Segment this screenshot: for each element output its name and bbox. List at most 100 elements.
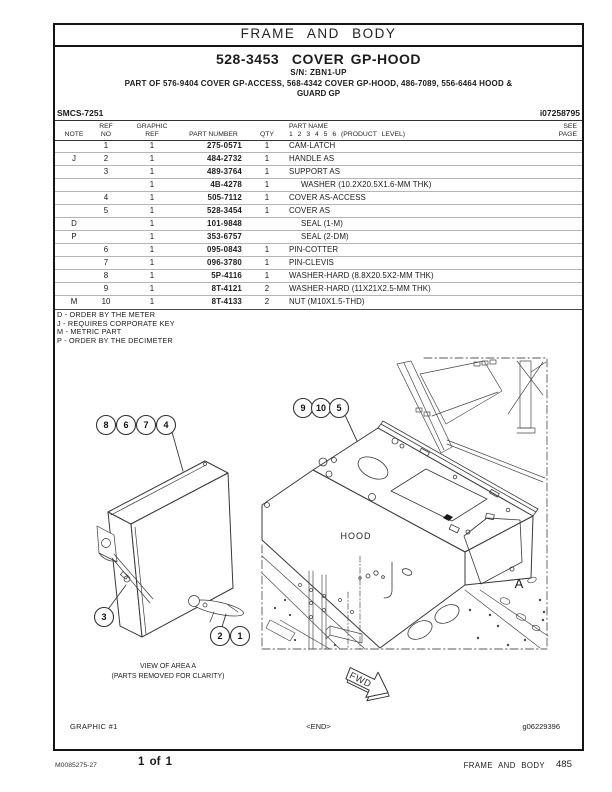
callout-number: 9 [300, 403, 305, 413]
area-a-pointer [527, 576, 537, 584]
cell-qty: 1 [264, 154, 270, 163]
cell-graphic: 1 [149, 154, 155, 163]
document-id: i07258795 [539, 108, 580, 118]
end-marker: <END> [306, 722, 331, 731]
cell-ref: 2 [103, 154, 109, 163]
cell-name: COVER AS [289, 206, 331, 215]
cell-graphic: 1 [149, 258, 155, 267]
cell-qty: 1 [264, 245, 270, 254]
callout-circle [115, 414, 137, 436]
leader-lines [108, 414, 358, 628]
col-note: NOTE [64, 131, 84, 138]
footer-section: FRAME AND BODY [463, 761, 545, 770]
support-frame [396, 359, 547, 483]
cell-ref: 7 [103, 258, 109, 267]
table-row: J 2 1 484-2732 1 HANDLE AS [55, 153, 582, 166]
table-header-rule [55, 140, 582, 141]
view-caption-line1: VIEW OF AREA A [140, 663, 196, 670]
cell-name: PIN-COTTER [289, 245, 339, 254]
cell-graphic: 1 [149, 284, 155, 293]
cell-name: NUT (M10X1.5-THD) [289, 297, 365, 306]
exploded-view-diagram: HOOD A FWD [93, 357, 549, 702]
callout-circle [95, 414, 117, 436]
cell-ref: 10 [101, 297, 111, 306]
cell-ref: 5 [103, 206, 109, 215]
col-qty: QTY [260, 131, 274, 138]
cell-qty: 1 [264, 258, 270, 267]
cell-ref: 6 [103, 245, 109, 254]
cell-name: SEAL (1-M) [301, 219, 343, 228]
table-top-rule [55, 120, 582, 121]
cell-ref: 9 [103, 284, 109, 293]
cell-qty: 1 [264, 206, 270, 215]
col-part-name: PART NAME [289, 123, 328, 130]
cell-graphic: 1 [149, 297, 155, 306]
cell-pn: 8T-4133 [211, 297, 242, 306]
graphic-id: g06229396 [522, 722, 560, 731]
cell-qty: 1 [264, 141, 270, 150]
cell-name: WASHER-HARD (8.8X20.5X2-MM THK) [289, 271, 434, 280]
table-bottom-rule [55, 309, 582, 310]
callout-number: 8 [103, 420, 108, 430]
callout-number: 6 [123, 420, 128, 430]
cell-pn: 5P-4116 [211, 271, 242, 280]
cell-qty: 1 [264, 193, 270, 202]
note-key-line: J - REQUIRES CORPORATE KEY [57, 318, 175, 328]
cell-qty: 1 [264, 167, 270, 176]
callout-circle [209, 625, 231, 647]
cell-qty: 1 [264, 180, 270, 189]
cell-pn: 484-2732 [207, 154, 242, 163]
cell-note: M [70, 297, 78, 306]
note-key-line: D - ORDER BY THE METER [57, 310, 156, 319]
callout-number: 1 [237, 631, 242, 641]
table-row: 8 1 5P-4116 1 WASHER-HARD (8.8X20.5X2-MM THK… [55, 270, 582, 283]
cell-graphic: 1 [149, 219, 155, 228]
cell-note: J [72, 154, 76, 163]
cell-graphic: 1 [149, 271, 155, 280]
cell-ref: 8 [103, 271, 109, 280]
cell-pn: 4B-4278 [210, 180, 242, 189]
cell-name: PIN-CLEVIS [289, 258, 334, 267]
callout-circle [328, 397, 350, 419]
cell-graphic: 1 [149, 245, 155, 254]
cell-name: WASHER-HARD (11X21X2.5-MM THK) [289, 284, 431, 293]
hood-details [264, 420, 539, 640]
callout-number: 7 [143, 420, 148, 430]
lower-frame [261, 555, 549, 650]
footer-page-number: 485 [556, 759, 572, 770]
callout-circle [155, 414, 177, 436]
graphic-number-label: GRAPHIC #1 [70, 722, 118, 731]
smcs-code: SMCS-7251 [57, 108, 104, 118]
cell-pn: 101-9848 [207, 219, 242, 228]
cell-graphic: 1 [149, 193, 155, 202]
serial-number: S/N: ZBN1-UP [290, 68, 347, 77]
cell-graphic: 1 [149, 180, 155, 189]
cell-graphic: 1 [149, 167, 155, 176]
callout-circle [229, 625, 251, 647]
note-key-line: P - ORDER BY THE DECIMETER [57, 335, 173, 345]
col-part-number: PART NUMBER [189, 131, 238, 138]
callout-number: 10 [316, 403, 326, 413]
cell-pn: 096-3780 [207, 258, 242, 267]
media-number: M0085275-27 [55, 762, 97, 769]
cell-name: HANDLE AS [289, 154, 335, 163]
page-title: 528-3453 COVER GP-HOOD [215, 51, 421, 67]
part-of-line2: GUARD GP [296, 89, 341, 98]
cell-name: SUPPORT AS [289, 167, 341, 176]
view-boundary [261, 357, 548, 650]
cell-qty: 1 [264, 271, 270, 280]
cell-pn: 489-3764 [207, 167, 242, 176]
callout-number: 4 [163, 420, 168, 430]
cell-graphic: 1 [149, 141, 155, 150]
cell-ref: 4 [103, 193, 109, 202]
view-caption-line2: (PARTS REMOVED FOR CLARITY) [112, 673, 225, 680]
